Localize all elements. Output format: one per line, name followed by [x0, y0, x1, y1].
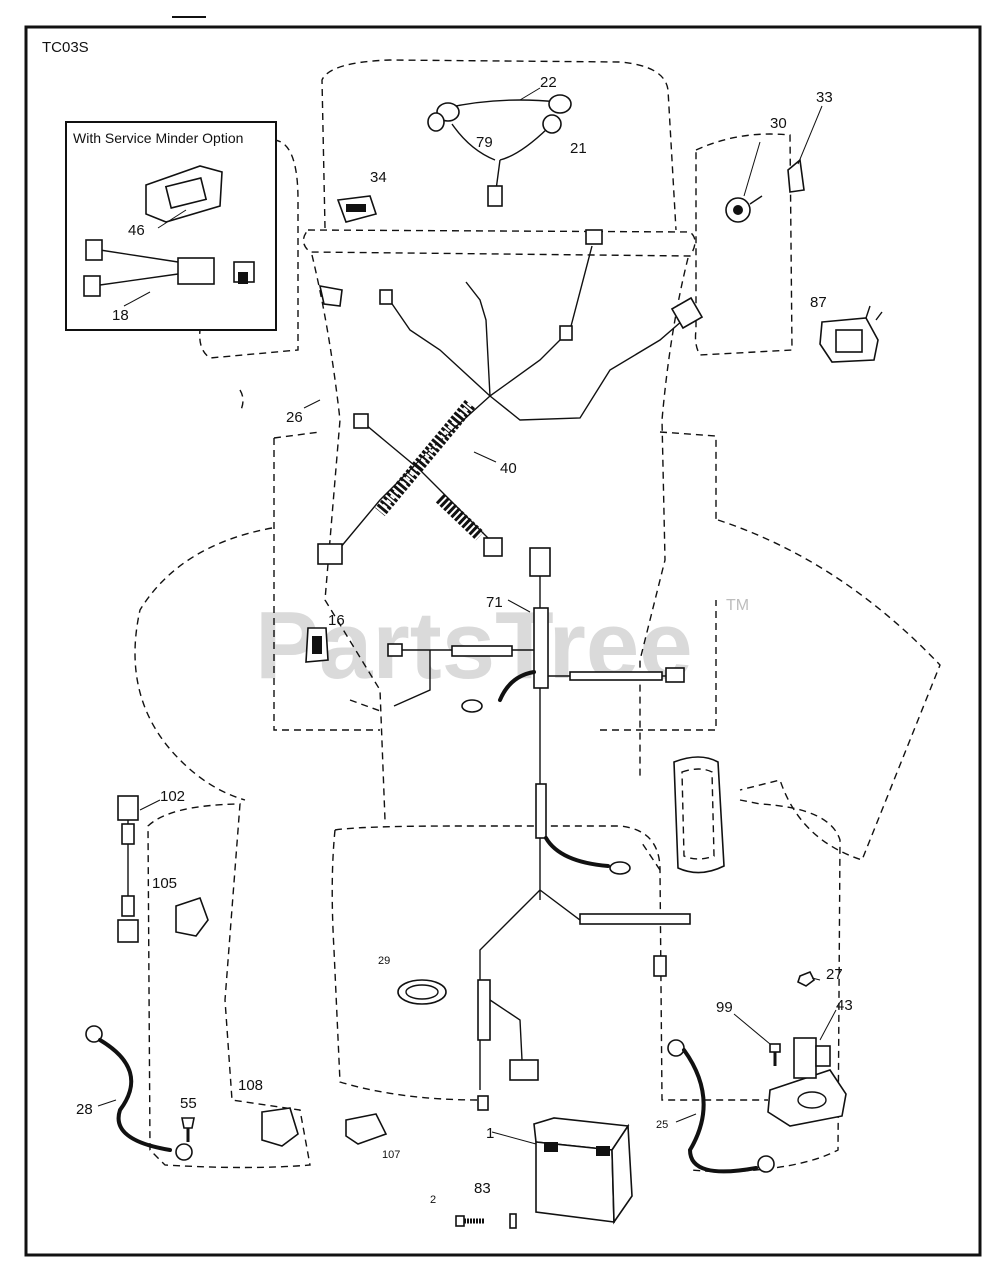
- callout-25: 25: [656, 1119, 668, 1131]
- nut-83: [509, 1213, 517, 1229]
- callout-87: 87: [810, 294, 827, 311]
- callout-102: 102: [160, 788, 185, 805]
- inset-title: With Service Minder Option: [73, 130, 243, 146]
- callout-1: 1: [486, 1125, 494, 1142]
- diagram-frame: [24, 25, 982, 1257]
- bolt-55: [181, 1117, 195, 1142]
- watermark-tm: TM: [726, 597, 749, 614]
- part-105: [175, 896, 209, 937]
- callout-27: 27: [826, 966, 843, 983]
- part-108: [261, 1107, 299, 1147]
- callout-79: 79: [476, 134, 493, 151]
- main-harness-rear: [387, 547, 691, 1111]
- callout-30: 30: [770, 115, 787, 132]
- callout-16: 16: [328, 612, 345, 629]
- bolt-2: [455, 1215, 484, 1227]
- solenoid-43: [767, 1009, 847, 1127]
- coil-29: [397, 979, 447, 1005]
- callout-22: 22: [540, 74, 557, 91]
- cable-25: [667, 1039, 775, 1174]
- ignition-switch: [725, 141, 763, 223]
- tank-outline: [673, 756, 725, 874]
- bolt-99: [733, 1013, 781, 1066]
- callout-26: 26: [286, 409, 303, 426]
- service-minder-inset: With Service Minder Option: [65, 121, 277, 331]
- tractor-outline: [134, 59, 941, 1173]
- callout-99: 99: [716, 999, 733, 1016]
- relay-33: [787, 105, 823, 193]
- callout-46: 46: [128, 222, 145, 239]
- callout-18: 18: [112, 307, 129, 324]
- part-102: [117, 795, 161, 943]
- callout-21: 21: [570, 140, 587, 157]
- callout-107: 107: [382, 1149, 400, 1161]
- callout-2: 2: [430, 1194, 436, 1206]
- headlight-harness: [427, 87, 572, 207]
- callout-83: 83: [474, 1180, 491, 1197]
- callout-29: 29: [378, 955, 390, 967]
- battery-1: [491, 1117, 633, 1225]
- nut-27: [797, 970, 816, 987]
- callout-34: 34: [370, 169, 387, 186]
- diagram-code: TC03S: [42, 39, 89, 56]
- main-harness-front: [317, 229, 704, 565]
- callout-43: 43: [836, 997, 853, 1014]
- part-107: [345, 1113, 388, 1145]
- callout-108: 108: [238, 1077, 263, 1094]
- callout-40: 40: [500, 460, 517, 477]
- callout-71: 71: [486, 594, 503, 611]
- relay-87: [819, 305, 883, 363]
- callout-105: 105: [152, 875, 177, 892]
- callout-33: 33: [816, 89, 833, 106]
- callout-28: 28: [76, 1101, 93, 1118]
- callout-55: 55: [180, 1095, 197, 1112]
- cable-28: [85, 1025, 193, 1161]
